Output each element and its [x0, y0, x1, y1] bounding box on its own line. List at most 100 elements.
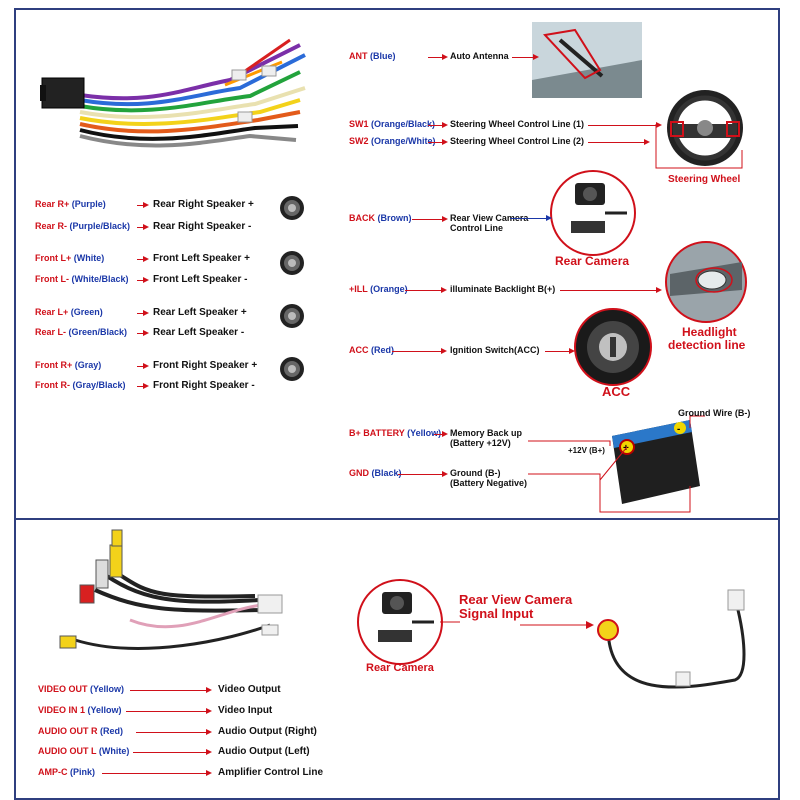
speaker-wire-destination: Front Right Speaker + [153, 360, 258, 371]
speaker-wire-label-color: (White/Black) [71, 274, 129, 284]
right-wire-label-key: SW1 [349, 119, 369, 129]
speaker-wire-destination: Rear Left Speaker - [153, 327, 245, 338]
speaker-wire-arrow [137, 383, 149, 389]
speaker-wire-label: Rear R- (Purple/Black) [35, 221, 130, 232]
right-wire-label: GND (Black) [349, 468, 402, 479]
top-panel-frame [14, 8, 780, 520]
speaker-wire-destination: Rear Left Speaker + [153, 307, 247, 318]
rca-wire-label: AMP-C (Pink) [38, 767, 95, 778]
right-wire-label-color: (Orange/Black) [371, 119, 436, 129]
rca-wire-label: AUDIO OUT R (Red) [38, 726, 123, 737]
rca-wire-label-color: (White) [98, 746, 130, 756]
camera-signal-title-line2: Signal Input [459, 606, 534, 621]
right-wire-label-color: (Orange/White) [371, 136, 436, 146]
steering-wheel-caption: Steering Wheel [668, 174, 741, 185]
rca-wire-arrow [136, 729, 212, 735]
speaker-wire-label-key: Rear L- [35, 327, 67, 337]
speaker-wire-label: Front R+ (Gray) [35, 360, 101, 371]
right-wire-arrow [428, 54, 448, 60]
right-wire-destination: Ground (B-) [450, 468, 501, 478]
rca-wire-label: VIDEO IN 1 (Yellow) [38, 705, 122, 716]
speaker-wire-label-color: (Green/Black) [68, 327, 128, 337]
right-wire-label: +ILL (Orange) [349, 284, 408, 295]
speaker-wire-arrow [137, 202, 149, 208]
speaker-wire-destination: Rear Right Speaker + [153, 199, 254, 210]
speaker-wire-label-key: Front R- [35, 380, 70, 390]
speaker-wire-label-key: Front L+ [35, 253, 72, 263]
rca-wire-arrow [130, 687, 212, 693]
speaker-wire-arrow [137, 277, 149, 283]
right-wire-label-key: +ILL [349, 284, 368, 294]
rca-wire-arrow [126, 708, 212, 714]
rear-camera-caption: Rear Camera [555, 254, 630, 268]
right-wire-arrow [392, 348, 447, 354]
speaker-wire-label-color: (Gray) [74, 360, 102, 370]
rca-wire-label-key: AUDIO OUT R [38, 726, 98, 736]
right-wire-arrow [398, 471, 448, 477]
acc-pointer-arrow [545, 348, 575, 354]
speaker-wire-label-color: (Purple/Black) [69, 221, 131, 231]
right-wire-arrow [428, 122, 448, 128]
right-wire-arrow [434, 431, 448, 437]
right-wire-destination: Auto Antenna [450, 51, 509, 61]
right-wire-destination: Steering Wheel Control Line (2) [450, 136, 585, 146]
right-wire-label-color: (Blue) [370, 51, 396, 61]
rca-wire-label-color: (Yellow) [90, 684, 125, 694]
rca-wire-destination: Video Output [218, 684, 281, 695]
speaker-wire-label-key: Front L- [35, 274, 69, 284]
right-wire-label-key: SW2 [349, 136, 369, 146]
rca-wire-destination: Video Input [218, 705, 273, 716]
speaker-wire-destination: Front Left Speaker - [153, 274, 248, 285]
rca-wire-destination: Amplifier Control Line [218, 767, 323, 778]
speaker-wire-destination: Front Left Speaker + [153, 253, 250, 264]
bottom-panel-frame [14, 518, 780, 800]
speaker-wire-label: Rear L- (Green/Black) [35, 327, 127, 338]
ground-wire-label: Ground Wire (B-) [678, 408, 751, 418]
right-wire-label-key: ACC [349, 345, 369, 355]
right-wire-destination: Steering Wheel Control Line (1) [450, 119, 585, 129]
speaker-wire-arrow [137, 363, 149, 369]
speaker-wire-label-color: (Purple) [71, 199, 106, 209]
right-wire-label: ACC (Red) [349, 345, 394, 356]
headlight-caption-line1: Headlight [682, 325, 737, 339]
plus12v-label: +12V (B+) [568, 446, 605, 455]
speaker-wire-label: Front L- (White/Black) [35, 274, 129, 285]
camera-signal-title-line1: Rear View Camera [459, 592, 573, 607]
headlight-caption-line2: detection line [668, 338, 746, 352]
right-wire-arrow [428, 139, 448, 145]
right-wire-label-key: BACK [349, 213, 375, 223]
camera-pointer-arrow [510, 215, 552, 221]
ill-pointer-arrow [560, 287, 662, 293]
right-wire-destination: Ignition Switch(ACC) [450, 345, 540, 355]
right-wire-destination: Rear View Camera [450, 213, 529, 223]
rca-wire-label-color: (Yellow) [87, 705, 122, 715]
right-wire-label-color: (Red) [371, 345, 395, 355]
rca-wire-arrow [133, 749, 212, 755]
right-wire-destination-line2: (Battery +12V) [450, 438, 511, 448]
speaker-wire-label-key: Rear L+ [35, 307, 69, 317]
rca-wire-label-key: AMP-C [38, 767, 68, 777]
right-wire-label-color: (Brown) [377, 213, 412, 223]
right-wire-label-key: B+ BATTERY [349, 428, 405, 438]
speaker-wire-label-key: Front R+ [35, 360, 73, 370]
speaker-wire-label-color: (Green) [70, 307, 103, 317]
rca-wire-label-color: (Pink) [70, 767, 96, 777]
speaker-wire-label: Front R- (Gray/Black) [35, 380, 126, 391]
speaker-wire-label-key: Rear R+ [35, 199, 70, 209]
right-wire-label: ANT (Blue) [349, 51, 396, 62]
rca-wire-label-key: VIDEO IN 1 [38, 705, 86, 715]
right-wire-label-color: (Black) [371, 468, 402, 478]
right-wire-destination-line2: (Battery Negative) [450, 478, 528, 488]
speaker-wire-label-key: Rear R- [35, 221, 68, 231]
right-wire-label: SW1 (Orange/Black) [349, 119, 435, 130]
rca-wire-label: VIDEO OUT (Yellow) [38, 684, 124, 695]
speaker-wire-arrow [137, 310, 149, 316]
sw1-pointer-arrow [588, 122, 662, 128]
speaker-wire-label: Front L+ (White) [35, 253, 104, 264]
speaker-wire-label-color: (White) [73, 253, 105, 263]
speaker-wire-destination: Rear Right Speaker - [153, 221, 252, 232]
right-wire-destination: Memory Back up [450, 428, 523, 438]
right-wire-arrow [405, 287, 447, 293]
speaker-wire-arrow [137, 256, 149, 262]
speaker-wire-arrow [137, 224, 149, 230]
